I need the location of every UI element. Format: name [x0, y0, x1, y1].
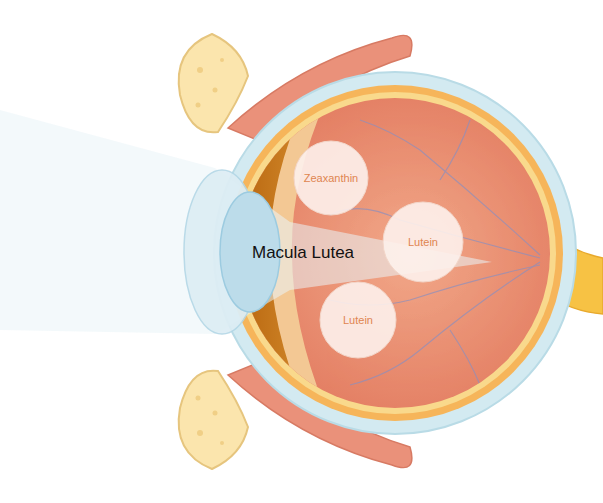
part-label: Macula Lutea — [252, 243, 354, 263]
nutrient-name: Lutein — [408, 236, 438, 248]
nutrient-name: Zeaxanthin — [304, 172, 358, 184]
nutrient-circle: Lutein — [382, 201, 464, 283]
nutrient-name: Lutein — [343, 314, 373, 326]
nutrient-circle: Lutein — [319, 281, 397, 359]
nutrient-circle: Zeaxanthin — [293, 140, 369, 216]
